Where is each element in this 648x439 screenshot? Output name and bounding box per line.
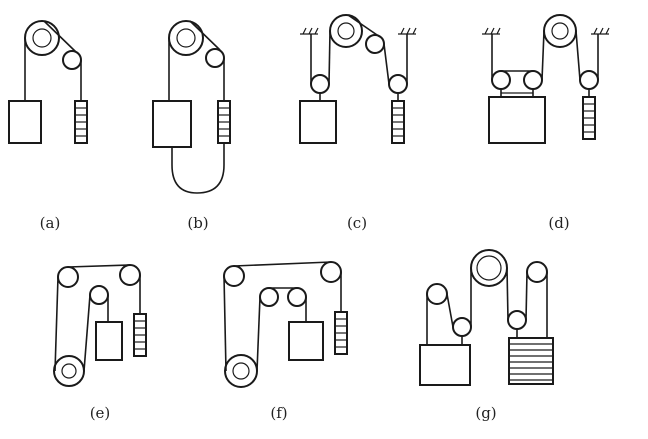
rope	[506, 267, 509, 321]
rope	[383, 43, 390, 85]
counterweight-pulley	[579, 70, 599, 90]
diagram-g: (g)	[419, 249, 554, 422]
traction-sheave	[24, 20, 60, 56]
diagram-b: (b)	[152, 20, 231, 232]
diagram-e: (e)	[53, 264, 147, 422]
rope-anchor-left	[300, 27, 319, 35]
counterweight	[74, 100, 88, 144]
label-a: (a)	[40, 214, 61, 232]
counterweight	[334, 311, 348, 355]
counterweight	[217, 100, 231, 144]
rope	[83, 294, 91, 372]
rope	[541, 30, 545, 81]
rope	[256, 296, 261, 372]
rope	[223, 275, 227, 372]
car-top-pulley	[89, 285, 109, 305]
traction-sheave	[168, 20, 204, 56]
counterweight-pulley	[507, 310, 527, 330]
rope	[54, 276, 59, 372]
diagram-c: (c)	[299, 14, 417, 232]
sheave-rope	[43, 20, 77, 53]
car-pulley-left	[491, 70, 511, 90]
top-sheave-right	[119, 264, 141, 286]
counterweight	[391, 100, 405, 144]
traction-sheave-hub	[32, 28, 52, 48]
rope-anchor-right	[591, 27, 610, 35]
deflector-sheave	[205, 48, 225, 68]
rope	[575, 30, 581, 81]
traction-sheave-hub	[176, 28, 196, 48]
label-f: (f)	[270, 404, 287, 422]
diagram-d: (d)	[482, 14, 610, 232]
deflector-sheave-left	[426, 283, 448, 305]
car	[488, 96, 546, 144]
label-e: (e)	[90, 404, 111, 422]
sheave-rope	[189, 20, 221, 51]
rope	[446, 293, 454, 328]
traction-sheave-hub	[337, 22, 355, 40]
traction-sheave	[224, 354, 258, 388]
car-pulley-right	[523, 70, 543, 90]
rope-anchor-right	[398, 27, 417, 35]
car-top-pulley-left	[259, 287, 279, 307]
traction-sheave-hub	[232, 362, 250, 380]
top-sheave-left	[57, 266, 79, 288]
car	[299, 100, 337, 144]
traction-sheave	[329, 14, 363, 48]
car	[8, 100, 42, 144]
traction-sheave	[53, 355, 85, 387]
label-d: (d)	[548, 214, 569, 232]
rope	[328, 30, 331, 85]
counterweight	[582, 96, 596, 140]
rope	[67, 264, 131, 268]
car-pulley	[310, 74, 330, 94]
label-b: (b)	[187, 214, 208, 232]
label-g: (g)	[475, 404, 496, 422]
counterweight-pulley	[388, 74, 408, 94]
diagram-f: (f)	[223, 261, 348, 422]
car	[419, 344, 471, 386]
traction-sheave-hub	[61, 363, 77, 379]
rope	[525, 271, 528, 321]
deflector-sheave	[365, 34, 385, 54]
top-sheave-right	[320, 261, 342, 283]
rope	[233, 261, 332, 267]
rope-anchor-left	[482, 27, 501, 35]
traction-sheave	[543, 14, 577, 48]
deflector-sheave	[62, 50, 82, 70]
deflector-sheave-right	[526, 261, 548, 283]
traction-sheave-rim	[476, 255, 502, 281]
traction-sheave	[470, 249, 508, 287]
car	[95, 321, 123, 361]
car	[288, 321, 324, 361]
counterweight	[508, 337, 554, 385]
top-sheave-left	[223, 265, 245, 287]
label-c: (c)	[347, 214, 367, 232]
rope	[347, 14, 381, 38]
car	[152, 100, 192, 148]
compensation-rope	[171, 143, 225, 194]
traction-sheave-hub	[551, 22, 569, 40]
counterweight	[133, 313, 147, 357]
diagram-a: (a)	[8, 20, 88, 232]
car-top-pulley-right	[287, 287, 307, 307]
car-pulley	[452, 317, 472, 337]
